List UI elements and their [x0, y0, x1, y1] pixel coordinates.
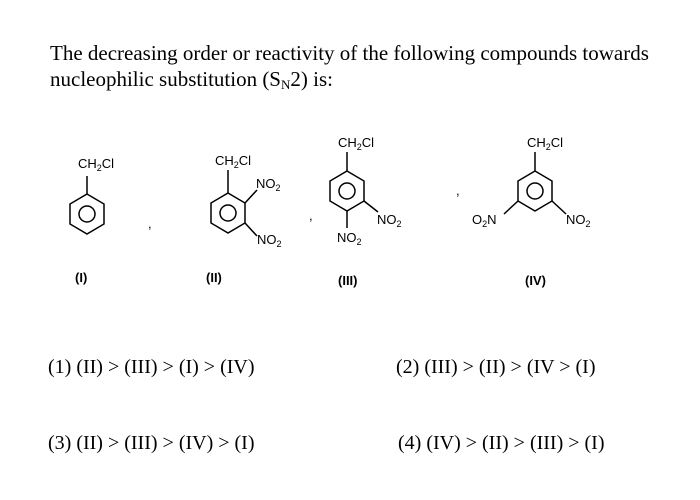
- compound-1-ch2cl-label: CH2Cl: [78, 156, 114, 173]
- compound-4-o2n-label: O2N: [472, 212, 497, 229]
- option-1[interactable]: (1) (II) > (III) > (I) > (IV): [48, 356, 255, 378]
- compound-2-no2-upper-label: NO2: [256, 176, 281, 193]
- compound-3-ch2cl-label: CH2Cl: [338, 135, 374, 152]
- compound-4-ch2cl-label: CH2Cl: [527, 135, 563, 152]
- compound-3-label: (III): [338, 273, 358, 288]
- question-end: 2) is:: [290, 67, 333, 91]
- compound-4-structure: [503, 152, 567, 215]
- compound-4-no2-label: NO2: [566, 212, 591, 229]
- option-3[interactable]: (3) (II) > (III) > (IV) > (I): [48, 432, 255, 454]
- separator-comma-1: ,: [148, 216, 152, 231]
- compound-structures: CH2Cl CH2Cl NO2 NO2 CH2Cl NO2 NO2 CH2Cl …: [69, 135, 591, 288]
- compound-2-no2-lower-label: NO2: [257, 232, 282, 249]
- separator-comma-2: ,: [309, 208, 313, 223]
- compound-2-structure: [210, 170, 258, 237]
- compound-3-no2-bottom-label: NO2: [337, 230, 362, 247]
- compound-3-structure: [329, 152, 379, 228]
- compound-3-no2-side-label: NO2: [377, 212, 402, 229]
- option-2[interactable]: (2) (III) > (II) > (IV > (I): [396, 356, 596, 378]
- compound-2-ch2cl-label: CH2Cl: [215, 153, 251, 170]
- compound-4-label: (IV): [525, 273, 546, 288]
- question-subscript: N: [281, 77, 291, 92]
- separator-comma-3: ,: [456, 183, 460, 198]
- compound-2-label: (II): [206, 270, 222, 285]
- question-text: The decreasing order or reactivity of th…: [50, 40, 660, 98]
- option-4[interactable]: (4) (IV) > (II) > (III) > (I): [398, 432, 605, 454]
- compound-1-label: (I): [75, 270, 87, 285]
- question-main: The decreasing order or reactivity of th…: [50, 41, 649, 91]
- compound-1-structure: [69, 176, 105, 235]
